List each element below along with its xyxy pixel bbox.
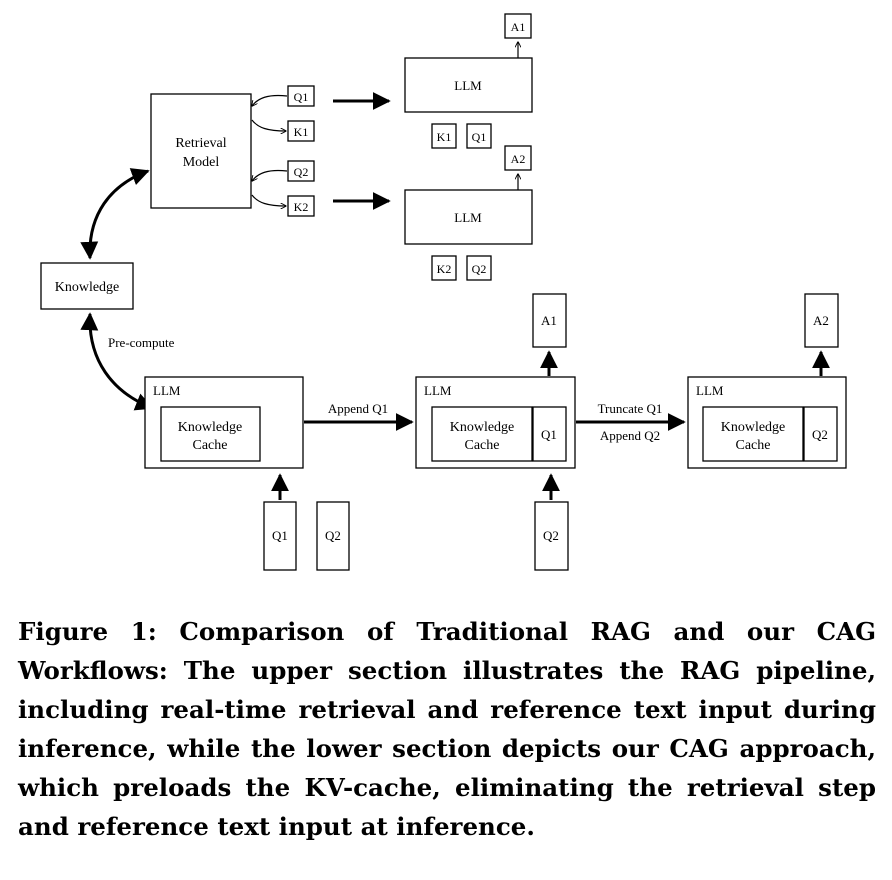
rag-llm-bottom-input-k2: K2: [431, 255, 457, 281]
rag-llm-top-input-k1: K1: [431, 123, 457, 149]
rag-llm-bottom-input-q2: Q2: [466, 255, 492, 281]
cag-stage2-query-slot: Q1: [532, 406, 567, 462]
cag-stage1-cache-label-line1: Knowledge: [178, 420, 243, 435]
rag-q1-label: Q1: [294, 90, 309, 104]
cag-stage3-answer: A2: [804, 293, 839, 348]
cag-stage1-query-q2-label: Q2: [325, 528, 341, 543]
cag-stage3-cache-label-line2: Cache: [736, 438, 771, 453]
rag-llm-top: LLM: [404, 57, 533, 113]
retrieval-model-label-line1: Retrieval: [175, 136, 226, 151]
cag-stage2-cache-label-line1: Knowledge: [450, 420, 515, 435]
rag-llm-top-input-k1-label: K1: [437, 130, 452, 144]
cag-stage1-llm: LLM Knowledge Cache: [144, 376, 304, 469]
rag-k2-label: K2: [294, 200, 309, 214]
knowledge-retrieval-arrow: [80, 168, 150, 260]
rag-llm-bottom-input-q2-label: Q2: [472, 262, 487, 276]
figure-caption: Figure 1: Comparison of Traditional RAG …: [18, 612, 876, 846]
cag-stage2-query-label: Q1: [541, 427, 557, 442]
rag-k2-box: K2: [287, 195, 315, 217]
rag-k1-box: K1: [287, 120, 315, 142]
cag-stage3-query-label: Q2: [812, 427, 828, 442]
q2-to-retrieval-arrow: [252, 169, 288, 181]
rag-answer-a2-label: A2: [511, 152, 526, 166]
append-q2-label: Append Q2: [600, 428, 660, 443]
cag-stage1-query-q2: Q2: [316, 501, 350, 571]
cag-stage1-query-q1: Q1: [263, 501, 297, 571]
rag-llm-bottom: LLM: [404, 189, 533, 245]
cag-section: Pre-compute LLM Knowledge Cache Q1 Q2 Ap…: [80, 293, 847, 571]
cag-vs-rag-diagram: Knowledge Retrieval Model Q1 K1 Q2 K2: [40, 13, 847, 571]
cag-stage3-llm-label: LLM: [696, 383, 724, 398]
rag-answer-a1-label: A1: [511, 20, 526, 34]
figure-caption-text: Comparison of Traditional RAG and our CA…: [18, 617, 876, 841]
cag-stage1-cache-label-line2: Cache: [193, 438, 228, 453]
cag-stage2-llm: LLM Knowledge Cache Q1: [415, 376, 576, 469]
pre-compute-label: Pre-compute: [108, 335, 175, 350]
rag-llm-top-input-q1: Q1: [466, 123, 492, 149]
retrieval-to-k1-arrow: [251, 119, 286, 131]
append-q1-label: Append Q1: [328, 401, 388, 416]
rag-k1-label: K1: [294, 125, 309, 139]
rag-llm-top-input-q1-label: Q1: [472, 130, 487, 144]
rag-answer-a2: A2: [504, 145, 532, 171]
retrieval-model-label-line2: Model: [183, 155, 220, 170]
cag-stage3-cache-label-line1: Knowledge: [721, 420, 786, 435]
cag-stage2-query-input: Q2: [534, 501, 569, 571]
cag-stage2-cache-label-line2: Cache: [465, 438, 500, 453]
figure-label: Figure 1:: [18, 617, 157, 646]
rag-q1-box: Q1: [287, 85, 315, 107]
rag-q2-box: Q2: [287, 160, 315, 182]
cag-stage3-query-slot: Q2: [803, 406, 838, 462]
retrieval-to-k2-arrow: [251, 194, 286, 206]
cag-stage2-answer-label: A1: [541, 313, 557, 328]
retrieval-model-node: Retrieval Model: [150, 93, 252, 209]
cag-stage3-knowledge-cache: Knowledge Cache: [702, 406, 804, 462]
cag-stage1-query-q1-label: Q1: [272, 528, 288, 543]
knowledge-node: Knowledge: [40, 262, 134, 310]
rag-llm-bottom-input-k2-label: K2: [437, 262, 452, 276]
cag-stage2-llm-label: LLM: [424, 383, 452, 398]
cag-stage3-llm: LLM Knowledge Cache Q2: [687, 376, 847, 469]
cag-stage1-knowledge-cache: Knowledge Cache: [160, 406, 261, 462]
rag-section: Knowledge Retrieval Model Q1 K1 Q2 K2: [40, 13, 533, 310]
rag-q2-label: Q2: [294, 165, 309, 179]
cag-stage2-query-input-label: Q2: [543, 528, 559, 543]
rag-llm-bottom-label: LLM: [454, 210, 482, 225]
q1-to-retrieval-arrow: [252, 94, 288, 106]
rag-answer-a1: A1: [504, 13, 532, 39]
cag-stage1-llm-label: LLM: [153, 383, 181, 398]
truncate-q1-label: Truncate Q1: [598, 401, 663, 416]
cag-stage3-answer-label: A2: [813, 313, 829, 328]
rag-llm-top-label: LLM: [454, 78, 482, 93]
knowledge-label: Knowledge: [55, 280, 120, 295]
pre-compute-arrow: [80, 312, 154, 411]
cag-stage2-answer: A1: [532, 293, 567, 348]
cag-stage2-knowledge-cache: Knowledge Cache: [431, 406, 533, 462]
